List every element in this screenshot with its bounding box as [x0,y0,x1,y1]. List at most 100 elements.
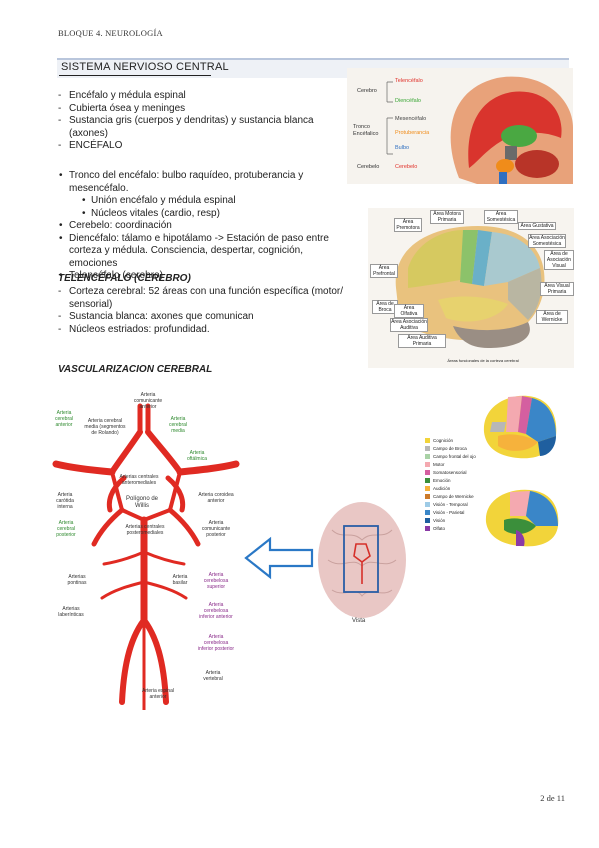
cortex-caption: Áreas funcionales de la corteza cerebral [447,358,519,363]
sublist-tronco: Unión encéfalo y médula espinal Núcleos … [69,195,354,220]
legend-swatch [425,438,430,443]
label-prefrontal: Área Prefrontal [370,264,398,278]
prefrontal-area [408,230,463,288]
posterior-cerebral-arteries [91,507,201,547]
legend-item: Visión [425,518,445,523]
list-telencefalo: Corteza cerebral: 52 áreas con una funci… [58,286,351,337]
willis-drawing [52,403,240,712]
running-header: BLOQUE 4. NEUROLOGÍA [58,28,163,38]
legend-item: Campo de Broca [425,446,467,451]
section-title: SISTEMA NERVIOSO CENTRAL [61,61,229,73]
part-mesencefalo: Mesencéfalo [395,116,427,122]
pons-shape [496,159,514,173]
part-protuberancia: Protuberancia [395,130,430,136]
legend-item: Campo frontal del ojo [425,454,476,459]
functional-lateral-drawing [483,395,557,459]
somato-region [518,396,532,434]
legend-swatch [425,526,430,531]
posterior-communicating [110,470,182,512]
legend-swatch [425,494,430,499]
cerebellum-shape [515,150,559,178]
label-centrales-anteromediales: Arterias centrales anteromediales [119,474,159,486]
list-item: Núcleos estriados: profundidad. [58,324,351,337]
legend-swatch [425,478,430,483]
cortex-areas-figure: Área Premotora Área Motora Primaria Área… [368,208,574,368]
label-cerebral-anterior: Arteria cerebral anterior [54,410,74,428]
label-cerebral-media: Arteria cerebral media [168,416,188,434]
page-number: 2 de 11 [540,793,565,803]
label-carotida-interna: Arteria carótida interna [56,492,74,510]
list-item: Unión encéfalo y médula espinal [82,195,354,208]
functional-medial-drawing [485,489,559,547]
legend-item: Cognición [425,438,453,443]
legend-swatch [425,486,430,491]
legend-item: Olfato [425,526,445,531]
list-brain-parts: Tronco del encéfalo: bulbo raquídeo, pro… [59,170,354,283]
mini-willis [353,543,371,584]
legend-item: Campo de Wernicke [425,494,474,499]
motor-region [506,396,522,432]
audicion-region [498,434,538,451]
visual-area [508,268,542,320]
legend-swatch [425,462,430,467]
carotid-internal [106,475,186,513]
olfato-region [516,530,525,546]
label-tronco: Tronco Encéfalico [353,124,379,137]
legend-swatch [425,518,430,523]
part-cerebelo: Cerebelo [395,164,418,170]
cortex-drawing [395,226,545,348]
superior-cerebellar [102,550,186,566]
label-oftalmica: Arteria oftálmica [186,450,207,462]
highlight-box [343,525,379,593]
functional-brain-lateral [478,392,560,464]
label-centrales-posteromediales: Arterias centrales posteromediales [125,524,165,536]
list-item-diencefalo: Diencéfalo: tálamo e hipotálamo -> Estac… [59,233,354,271]
cerebellum-area [453,322,530,348]
legend-item: Visión - Temporal [425,502,468,507]
broca-region [490,422,506,432]
label-broca: Área de Broca [372,300,398,314]
legend-swatch [425,502,430,507]
list-item-telencefalo: Telencéfalo (cerebro) [59,270,354,283]
legend-swatch [425,446,430,451]
willis-figure: Arteria comunicante anterior Arteria cer… [50,392,240,712]
label-pontinas: Arterias pontinas [67,574,87,586]
brain-base-figure: Vista [312,500,408,636]
legend-swatch [425,510,430,515]
label-premotora: Área Premotora [394,218,422,232]
list-item-tronco: Tronco del encéfalo: bulbo raquídeo, pro… [59,170,354,220]
legend-item: Somatosensorial [425,470,467,475]
legend-item: Motor [425,462,445,467]
label-cerebral-posterior: Arteria cerebral posterior [56,520,76,538]
medial-vision-region [526,491,558,526]
label-cerebral-media-segmentos: Arteria cerebral media (segmentos de Rol… [84,418,126,436]
legend-item: Audición [425,486,450,491]
label-olfativa: Área Olfativa [394,304,424,318]
functional-brain-medial [480,486,562,552]
list-item: Núcleos vitales (cardio, resp) [82,208,354,221]
list-item: Corteza cerebral: 52 áreas con una funci… [58,286,351,311]
emocion-region [504,518,536,535]
label-wernicke: Área de Wernicke [536,310,568,324]
mesencephalon-shape [505,146,517,160]
brain-sagittal-figure: Cerebro Tronco Encéfalico Cerebelo Telen… [347,68,573,184]
medulla-shape [499,172,507,184]
vertebral-arteries [119,617,169,705]
brain-base-shape [318,502,406,618]
diencephalon-shape [501,125,537,147]
list-item: ENCÉFALO [58,140,339,153]
cerebro-bracket [386,81,393,103]
list-item: Cubierta ósea y meninges [58,103,339,116]
legend-item: Emoción [425,478,451,483]
label-poligono-willis: Polígono de Willis [125,496,159,509]
label-laberinticas: Arterias laberínticas [58,606,84,618]
legend-item: Visión - Parietal [425,510,464,515]
inferior-cerebellar-anterior [100,580,188,600]
part-bulbo: Bulbo [395,145,410,151]
label-asoc-visual: Área de Asociación Visual [544,250,574,270]
list-intro: Encéfalo y médula espinal Cubierta ósea … [58,90,339,153]
label-comunicante-anterior: Arteria comunicante anterior [133,392,163,410]
vista-label: Vista [352,618,366,624]
list-item: Encéfalo y médula espinal [58,90,339,103]
label-espinal-anterior: Arteria espinal anterior [142,688,174,700]
